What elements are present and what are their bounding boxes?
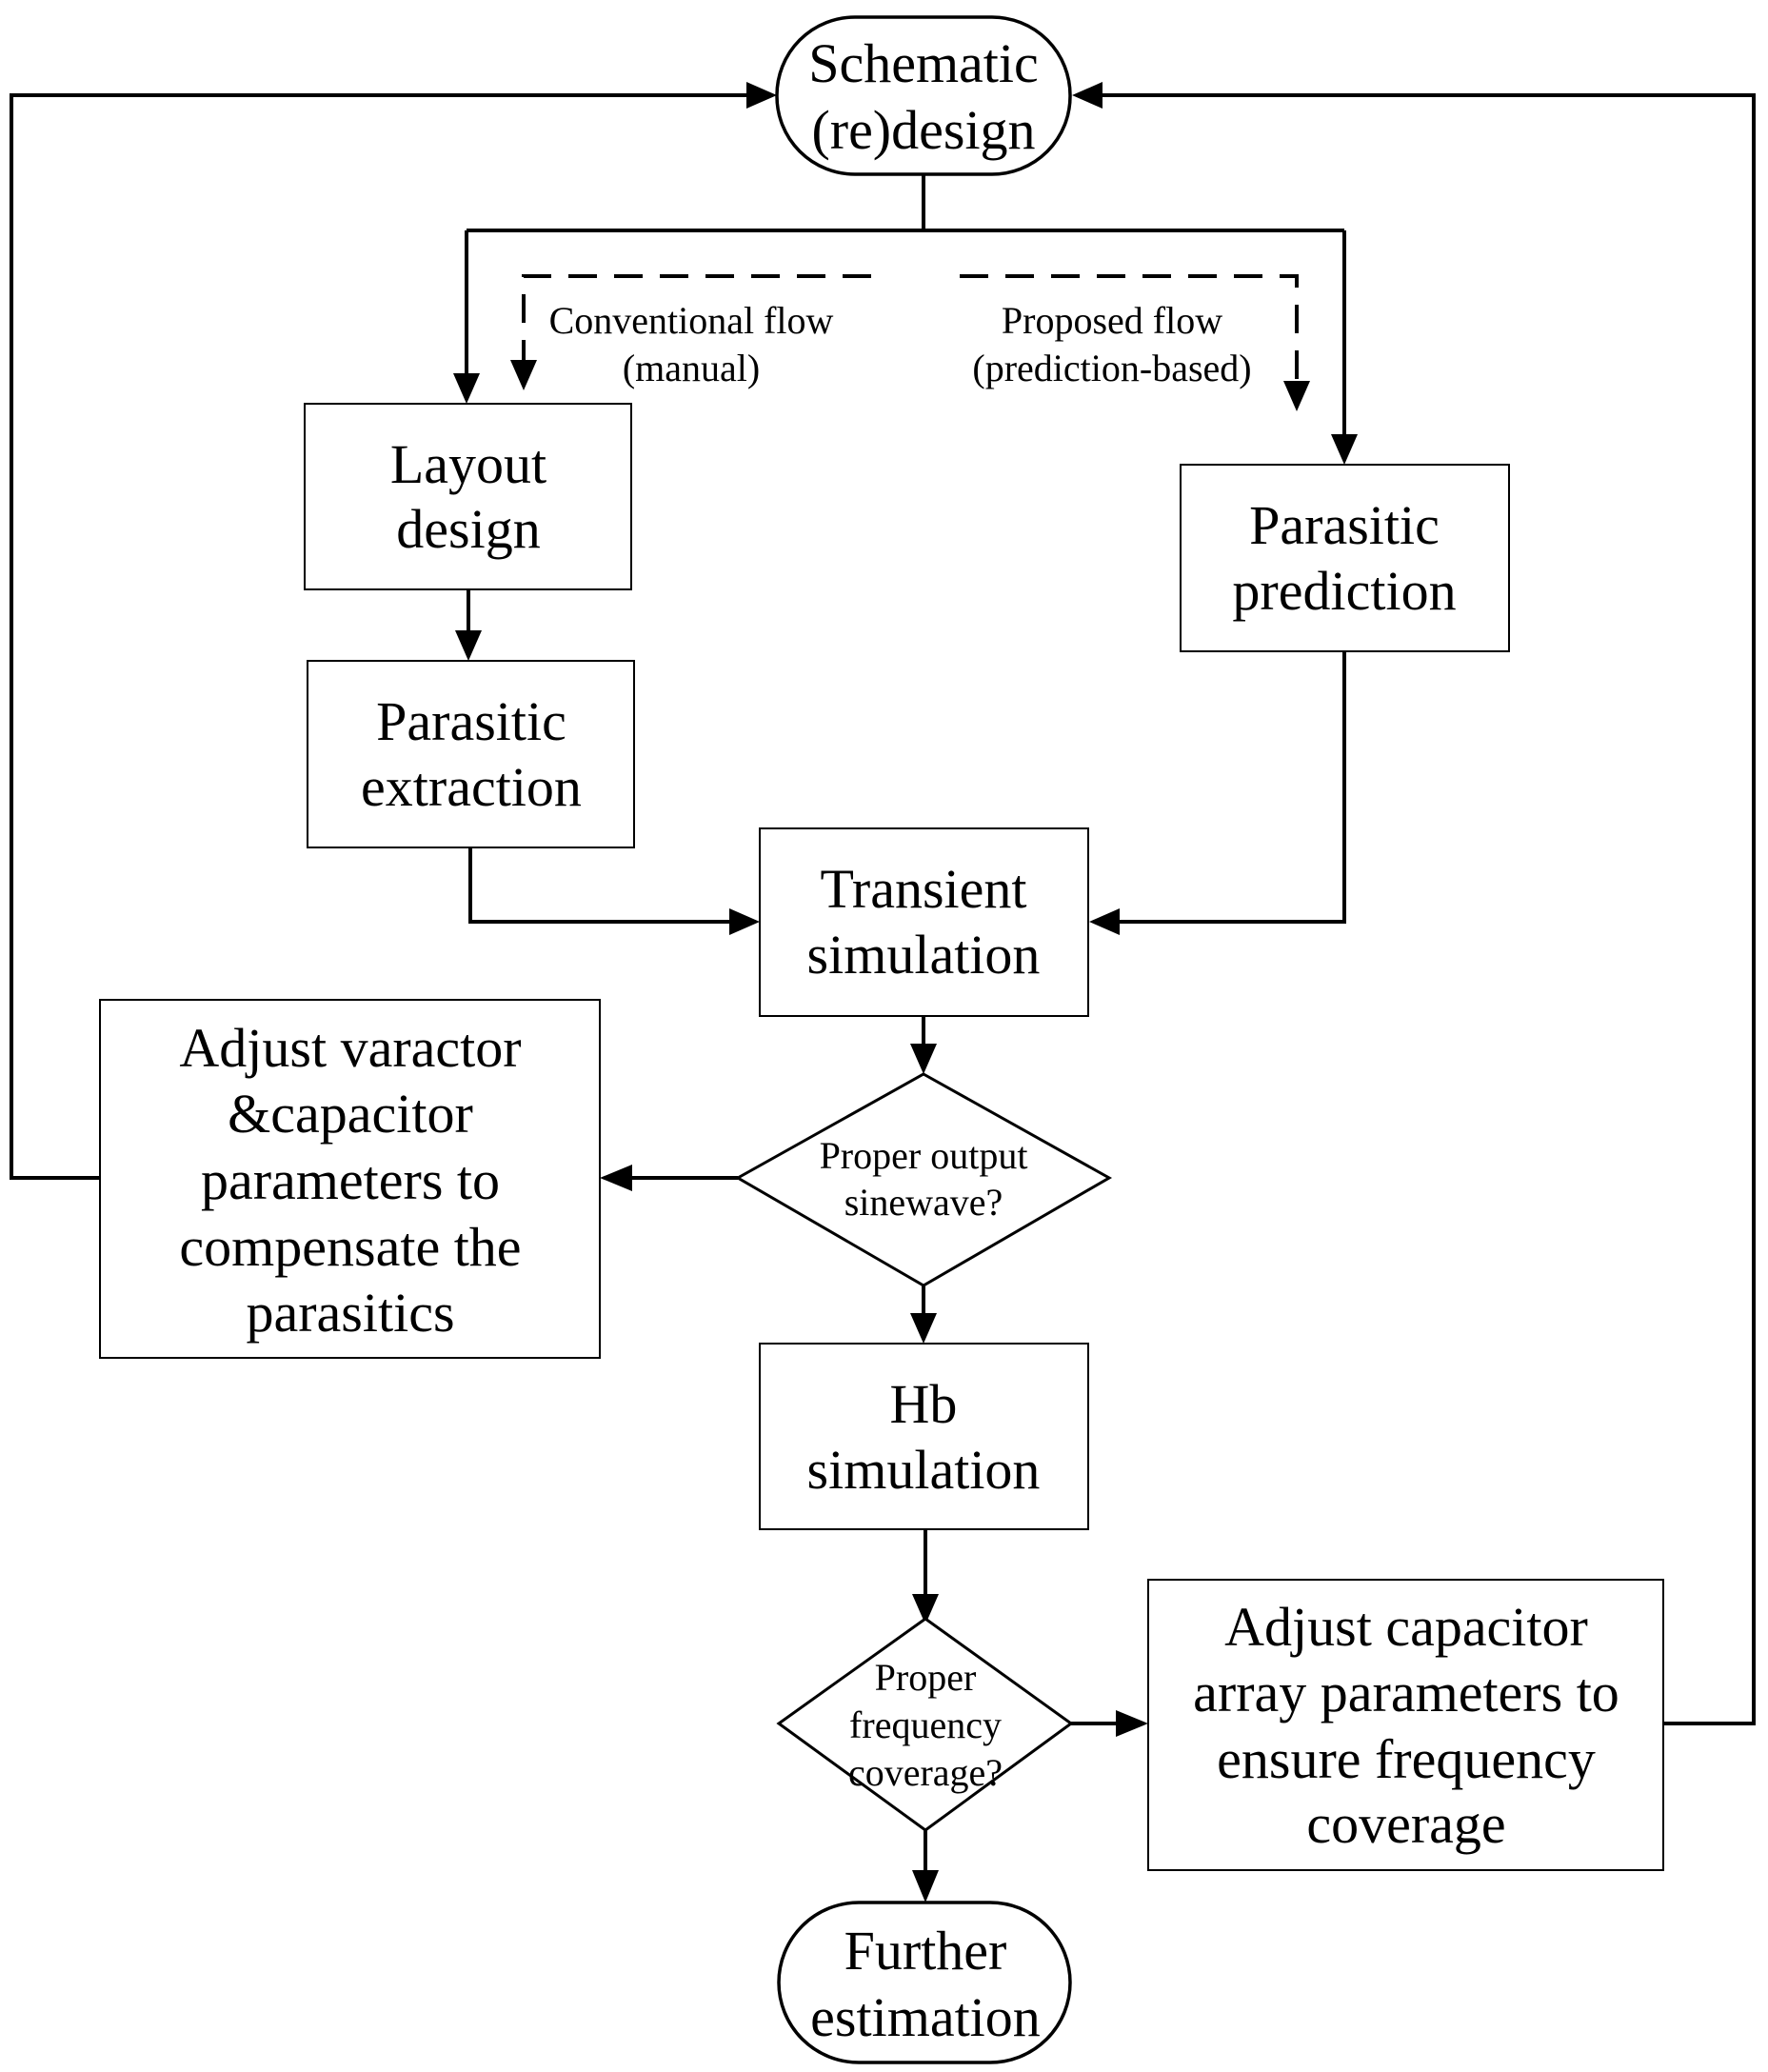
connector-adjust-varactor-to-schematic bbox=[10, 93, 752, 1180]
nodes: Schematic (re)design Layout design Paras… bbox=[99, 15, 1664, 2064]
connector-adjust-capacitor-to-schematic bbox=[1095, 93, 1756, 1725]
dashed-proposed-flow bbox=[960, 274, 1299, 381]
arrowhead-to-further bbox=[912, 1870, 939, 1903]
node-adjust-capacitor-line-4: coverage bbox=[1306, 1793, 1505, 1855]
node-layout-design: Layout design bbox=[304, 403, 632, 590]
node-layout-line-2: design bbox=[396, 498, 540, 560]
arrowhead-capacitor-loop-to-schematic bbox=[1072, 82, 1103, 109]
arrowhead-extraction-to-transient bbox=[729, 908, 760, 935]
node-adjust-varactor-line-3: parameters to bbox=[201, 1149, 500, 1211]
label-conventional-flow-line-1: Conventional flow bbox=[549, 299, 834, 342]
node-further-estimation: Further estimation bbox=[777, 1901, 1072, 2064]
node-adjust-capacitor-line-2: array parameters to bbox=[1193, 1662, 1619, 1723]
node-transient-line-1: Transient bbox=[821, 858, 1027, 920]
dashed-conventional-flow bbox=[522, 274, 871, 360]
arrowhead-prediction-to-transient bbox=[1089, 908, 1120, 935]
connector-extraction-to-transient bbox=[468, 847, 733, 924]
arrowhead-to-hb bbox=[910, 1313, 937, 1344]
arrowhead-to-extraction bbox=[455, 630, 482, 661]
label-proposed-flow-line-1: Proposed flow bbox=[1002, 299, 1222, 342]
arrowhead-to-adjust-varactor bbox=[600, 1165, 632, 1191]
arrowhead-dashed-conventional bbox=[510, 360, 537, 390]
node-extraction-line-1: Parasitic bbox=[376, 690, 566, 752]
node-prediction-line-2: prediction bbox=[1232, 560, 1456, 622]
node-decision-output-sinewave: Proper output sinewave? bbox=[734, 1072, 1113, 1287]
node-adjust-varactor-line-1: Adjust varactor bbox=[179, 1017, 521, 1079]
node-adjust-varactor-line-2: &capacitor bbox=[228, 1083, 473, 1145]
node-decision-sine-line-1: Proper output bbox=[820, 1134, 1028, 1177]
arrowheads bbox=[453, 82, 1358, 1903]
node-decision-freq-line-2: frequency bbox=[849, 1703, 1002, 1746]
node-adjust-capacitor-line-1: Adjust capacitor bbox=[1224, 1596, 1588, 1658]
arrowhead-to-decision-freq bbox=[912, 1594, 939, 1624]
node-adjust-varactor: Adjust varactor &capacitor parameters to… bbox=[99, 999, 601, 1359]
arrowhead-dashed-proposed bbox=[1283, 381, 1310, 411]
node-schematic-line-1: Schematic bbox=[808, 32, 1039, 94]
node-adjust-varactor-line-4: compensate the bbox=[179, 1216, 521, 1278]
node-layout-line-1: Layout bbox=[390, 433, 546, 495]
node-extraction-line-2: extraction bbox=[361, 756, 582, 818]
node-transient-simulation: Transient simulation bbox=[759, 827, 1089, 1017]
connector-schematic-split bbox=[467, 174, 1344, 232]
node-decision-freq-line-1: Proper bbox=[875, 1656, 977, 1699]
flow-labels: Conventional flow (manual) Proposed flow… bbox=[549, 299, 1252, 389]
node-adjust-varactor-line-5: parasitics bbox=[246, 1282, 454, 1344]
node-parasitic-prediction: Parasitic prediction bbox=[1180, 464, 1510, 652]
node-hb-line-1: Hb bbox=[890, 1373, 958, 1435]
node-transient-line-2: simulation bbox=[807, 924, 1041, 986]
node-further-line-1: Further bbox=[844, 1920, 1007, 1982]
node-schematic-line-2: (re)design bbox=[811, 99, 1035, 161]
node-decision-sine-line-2: sinewave? bbox=[844, 1181, 1003, 1224]
arrowhead-to-layout bbox=[453, 373, 480, 404]
node-hb-simulation: Hb simulation bbox=[759, 1343, 1089, 1530]
node-adjust-capacitor-line-3: ensure frequency bbox=[1217, 1728, 1596, 1790]
connector-prediction-to-transient bbox=[1114, 651, 1346, 924]
connectors bbox=[10, 93, 1756, 1876]
node-decision-freq-line-3: coverage? bbox=[848, 1751, 1003, 1794]
label-conventional-flow-line-2: (manual) bbox=[623, 347, 760, 389]
arrowhead-to-decision-sine bbox=[910, 1044, 937, 1074]
node-decision-frequency-coverage: Proper frequency coverage? bbox=[776, 1617, 1074, 1832]
node-parasitic-extraction: Parasitic extraction bbox=[307, 660, 635, 848]
node-further-line-2: estimation bbox=[810, 1986, 1041, 2048]
arrowhead-varactor-loop-to-schematic bbox=[746, 82, 777, 109]
arrowhead-to-adjust-capacitor bbox=[1116, 1710, 1148, 1737]
node-prediction-line-1: Parasitic bbox=[1249, 494, 1440, 556]
arrowhead-to-prediction bbox=[1331, 434, 1358, 465]
node-schematic-redesign: Schematic (re)design bbox=[775, 15, 1072, 176]
node-adjust-capacitor-array: Adjust capacitor array parameters to ens… bbox=[1147, 1579, 1664, 1871]
node-hb-line-2: simulation bbox=[807, 1439, 1041, 1501]
label-proposed-flow-line-2: (prediction-based) bbox=[972, 347, 1251, 389]
